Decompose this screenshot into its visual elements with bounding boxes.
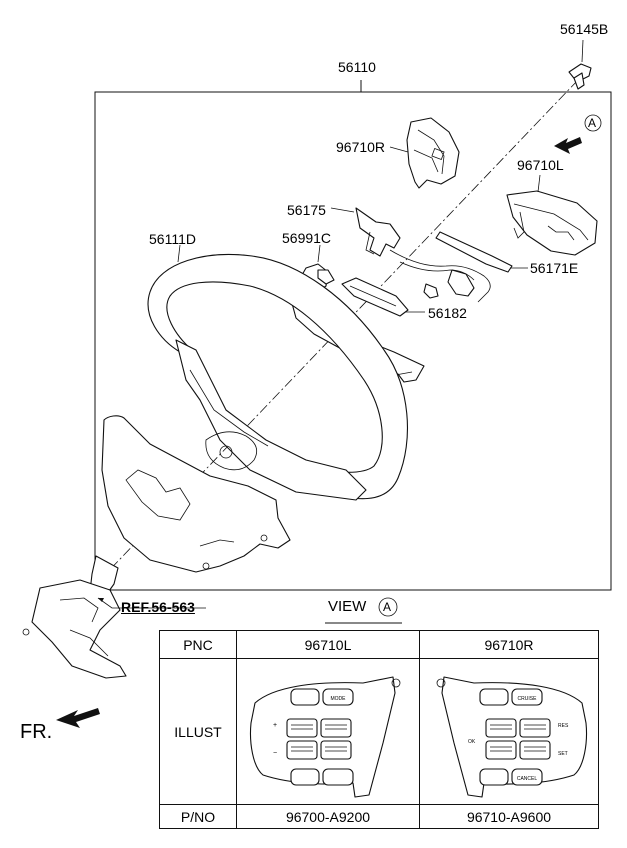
pno-right: 96710-A9600: [419, 804, 599, 829]
label-56110: 56110: [338, 59, 376, 75]
cable-plate-56182-part: [341, 277, 425, 317]
label-56171e: 56171E: [530, 260, 579, 276]
pnc-left: 96710L: [236, 630, 420, 659]
label-56145b: 56145B: [560, 21, 609, 37]
wiring-56171e-part: [389, 231, 528, 303]
res-label: RES: [558, 723, 569, 729]
illust-right: CRUISE CANCEL OK RES SET: [419, 658, 599, 805]
right-switch-illustration: CRUISE CANCEL OK RES SET: [436, 675, 588, 798]
label-56182: 56182: [428, 305, 467, 321]
view-a-arrow-icon: [554, 114, 602, 154]
label-56991c: 56991C: [282, 230, 332, 246]
steering-wheel-56111d-part: [147, 244, 408, 501]
bracket-56175-part: [330, 207, 401, 257]
header-pno: P/NO: [159, 804, 237, 829]
header-pnc: PNC: [159, 630, 237, 659]
left-switch-illustration: MODE + −: [249, 675, 401, 798]
volume-plus-label: +: [273, 722, 277, 729]
volume-minus-label: −: [273, 750, 277, 757]
reference-label: REF.56-563: [121, 599, 195, 615]
table-row: ILLUST MODE +: [159, 658, 599, 805]
pno-left: 96700-A9200: [236, 804, 420, 829]
mode-button-label: MODE: [331, 696, 347, 702]
view-title-marker-circle: [378, 597, 398, 617]
ok-label: OK: [468, 739, 476, 745]
header-illust: ILLUST: [159, 658, 237, 805]
label-96710l: 96710L: [517, 157, 564, 173]
table-row: PNC 96710L 96710R: [159, 630, 599, 659]
illust-left: MODE + −: [236, 658, 420, 805]
part-spec-table: PNC 96710L 96710R ILLUST MODE: [159, 630, 599, 829]
table-row: P/NO 96700-A9200 96710-A9600: [159, 804, 599, 829]
label-56175: 56175: [287, 202, 326, 218]
front-label: FR.: [20, 721, 53, 743]
view-title: VIEW: [328, 598, 367, 615]
label-56111d: 56111D: [149, 231, 196, 247]
label-view-marker: A: [588, 116, 597, 130]
steering-column-ref-part: [22, 555, 206, 679]
label-96710r: 96710R: [336, 139, 386, 155]
view-title-marker: A: [383, 600, 392, 614]
switch-96710r-part: [389, 117, 460, 189]
cruise-button-label: CRUISE: [518, 696, 538, 702]
bolt-56145b: [568, 39, 592, 90]
cancel-button-label: CANCEL: [517, 776, 538, 782]
cover-panel-part: [101, 415, 291, 573]
switch-96710l-part: [506, 174, 598, 256]
set-label: SET: [558, 751, 568, 757]
pnc-right: 96710R: [419, 630, 599, 659]
front-direction-arrow-icon: [56, 708, 100, 728]
